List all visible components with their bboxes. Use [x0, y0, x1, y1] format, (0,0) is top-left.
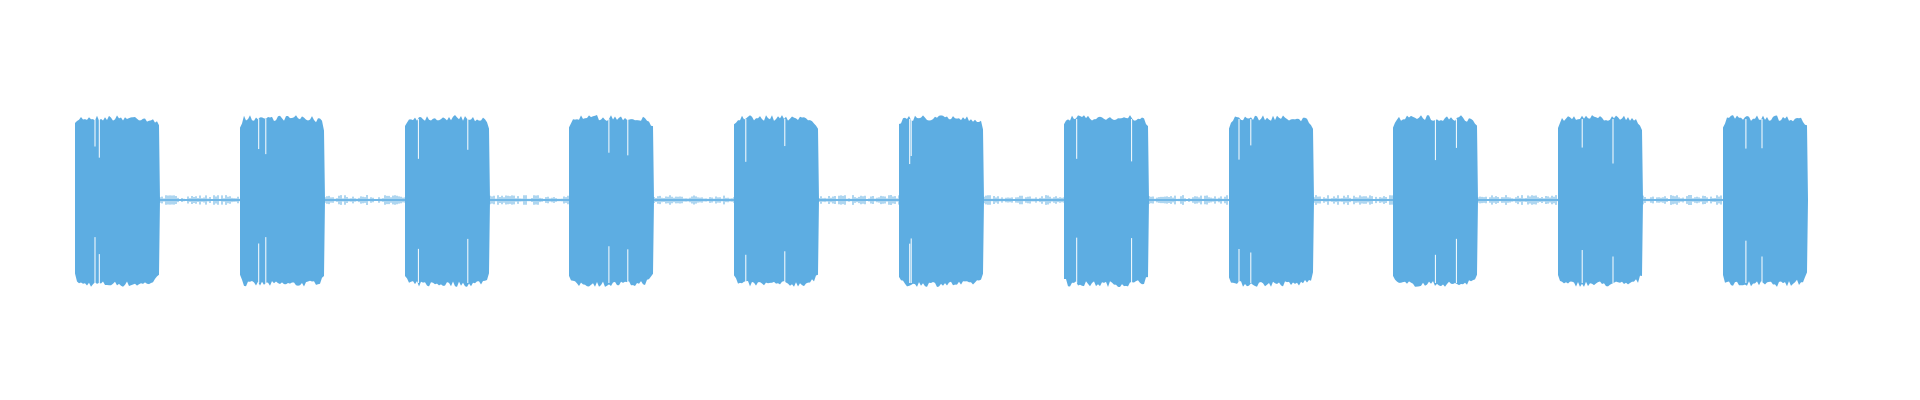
waveform-pulse	[75, 115, 160, 287]
waveform-pulse	[899, 115, 984, 288]
waveform-pulse	[1229, 115, 1314, 287]
waveform-pulse	[734, 115, 819, 287]
waveform-pulse	[240, 115, 325, 287]
waveform-pulse	[1558, 115, 1643, 287]
waveform-pulse	[1064, 115, 1149, 287]
waveform-pulse	[569, 115, 654, 287]
waveform-pulses	[75, 115, 1808, 288]
waveform-pulse	[1723, 115, 1808, 287]
waveform-pulse	[405, 115, 490, 287]
